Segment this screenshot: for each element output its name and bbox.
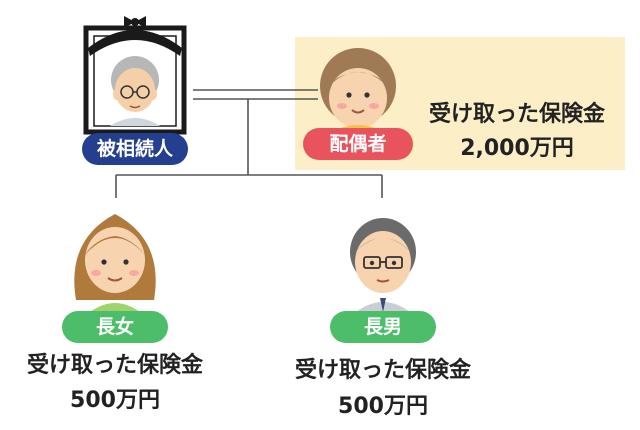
son-amount: 500万円 xyxy=(338,394,428,419)
spouse-avatar-icon xyxy=(320,48,396,132)
son-received-label: 受け取った保険金 xyxy=(294,358,471,383)
daughter-amount: 500万円 xyxy=(70,388,160,413)
son-badge: 長男 xyxy=(330,311,436,343)
daughter-avatar-icon xyxy=(74,214,156,312)
deceased-badge: 被相続人 xyxy=(82,133,188,165)
daughter-received-label: 受け取った保険金 xyxy=(26,353,203,378)
memorial-portrait-icon xyxy=(83,16,187,135)
daughter-badge: 長女 xyxy=(62,311,168,343)
spouse-amount: 2,000万円 xyxy=(460,136,574,161)
son-avatar-icon xyxy=(350,218,416,312)
spouse-badge: 配偶者 xyxy=(303,128,413,160)
spouse-received-label: 受け取った保険金 xyxy=(428,102,605,127)
